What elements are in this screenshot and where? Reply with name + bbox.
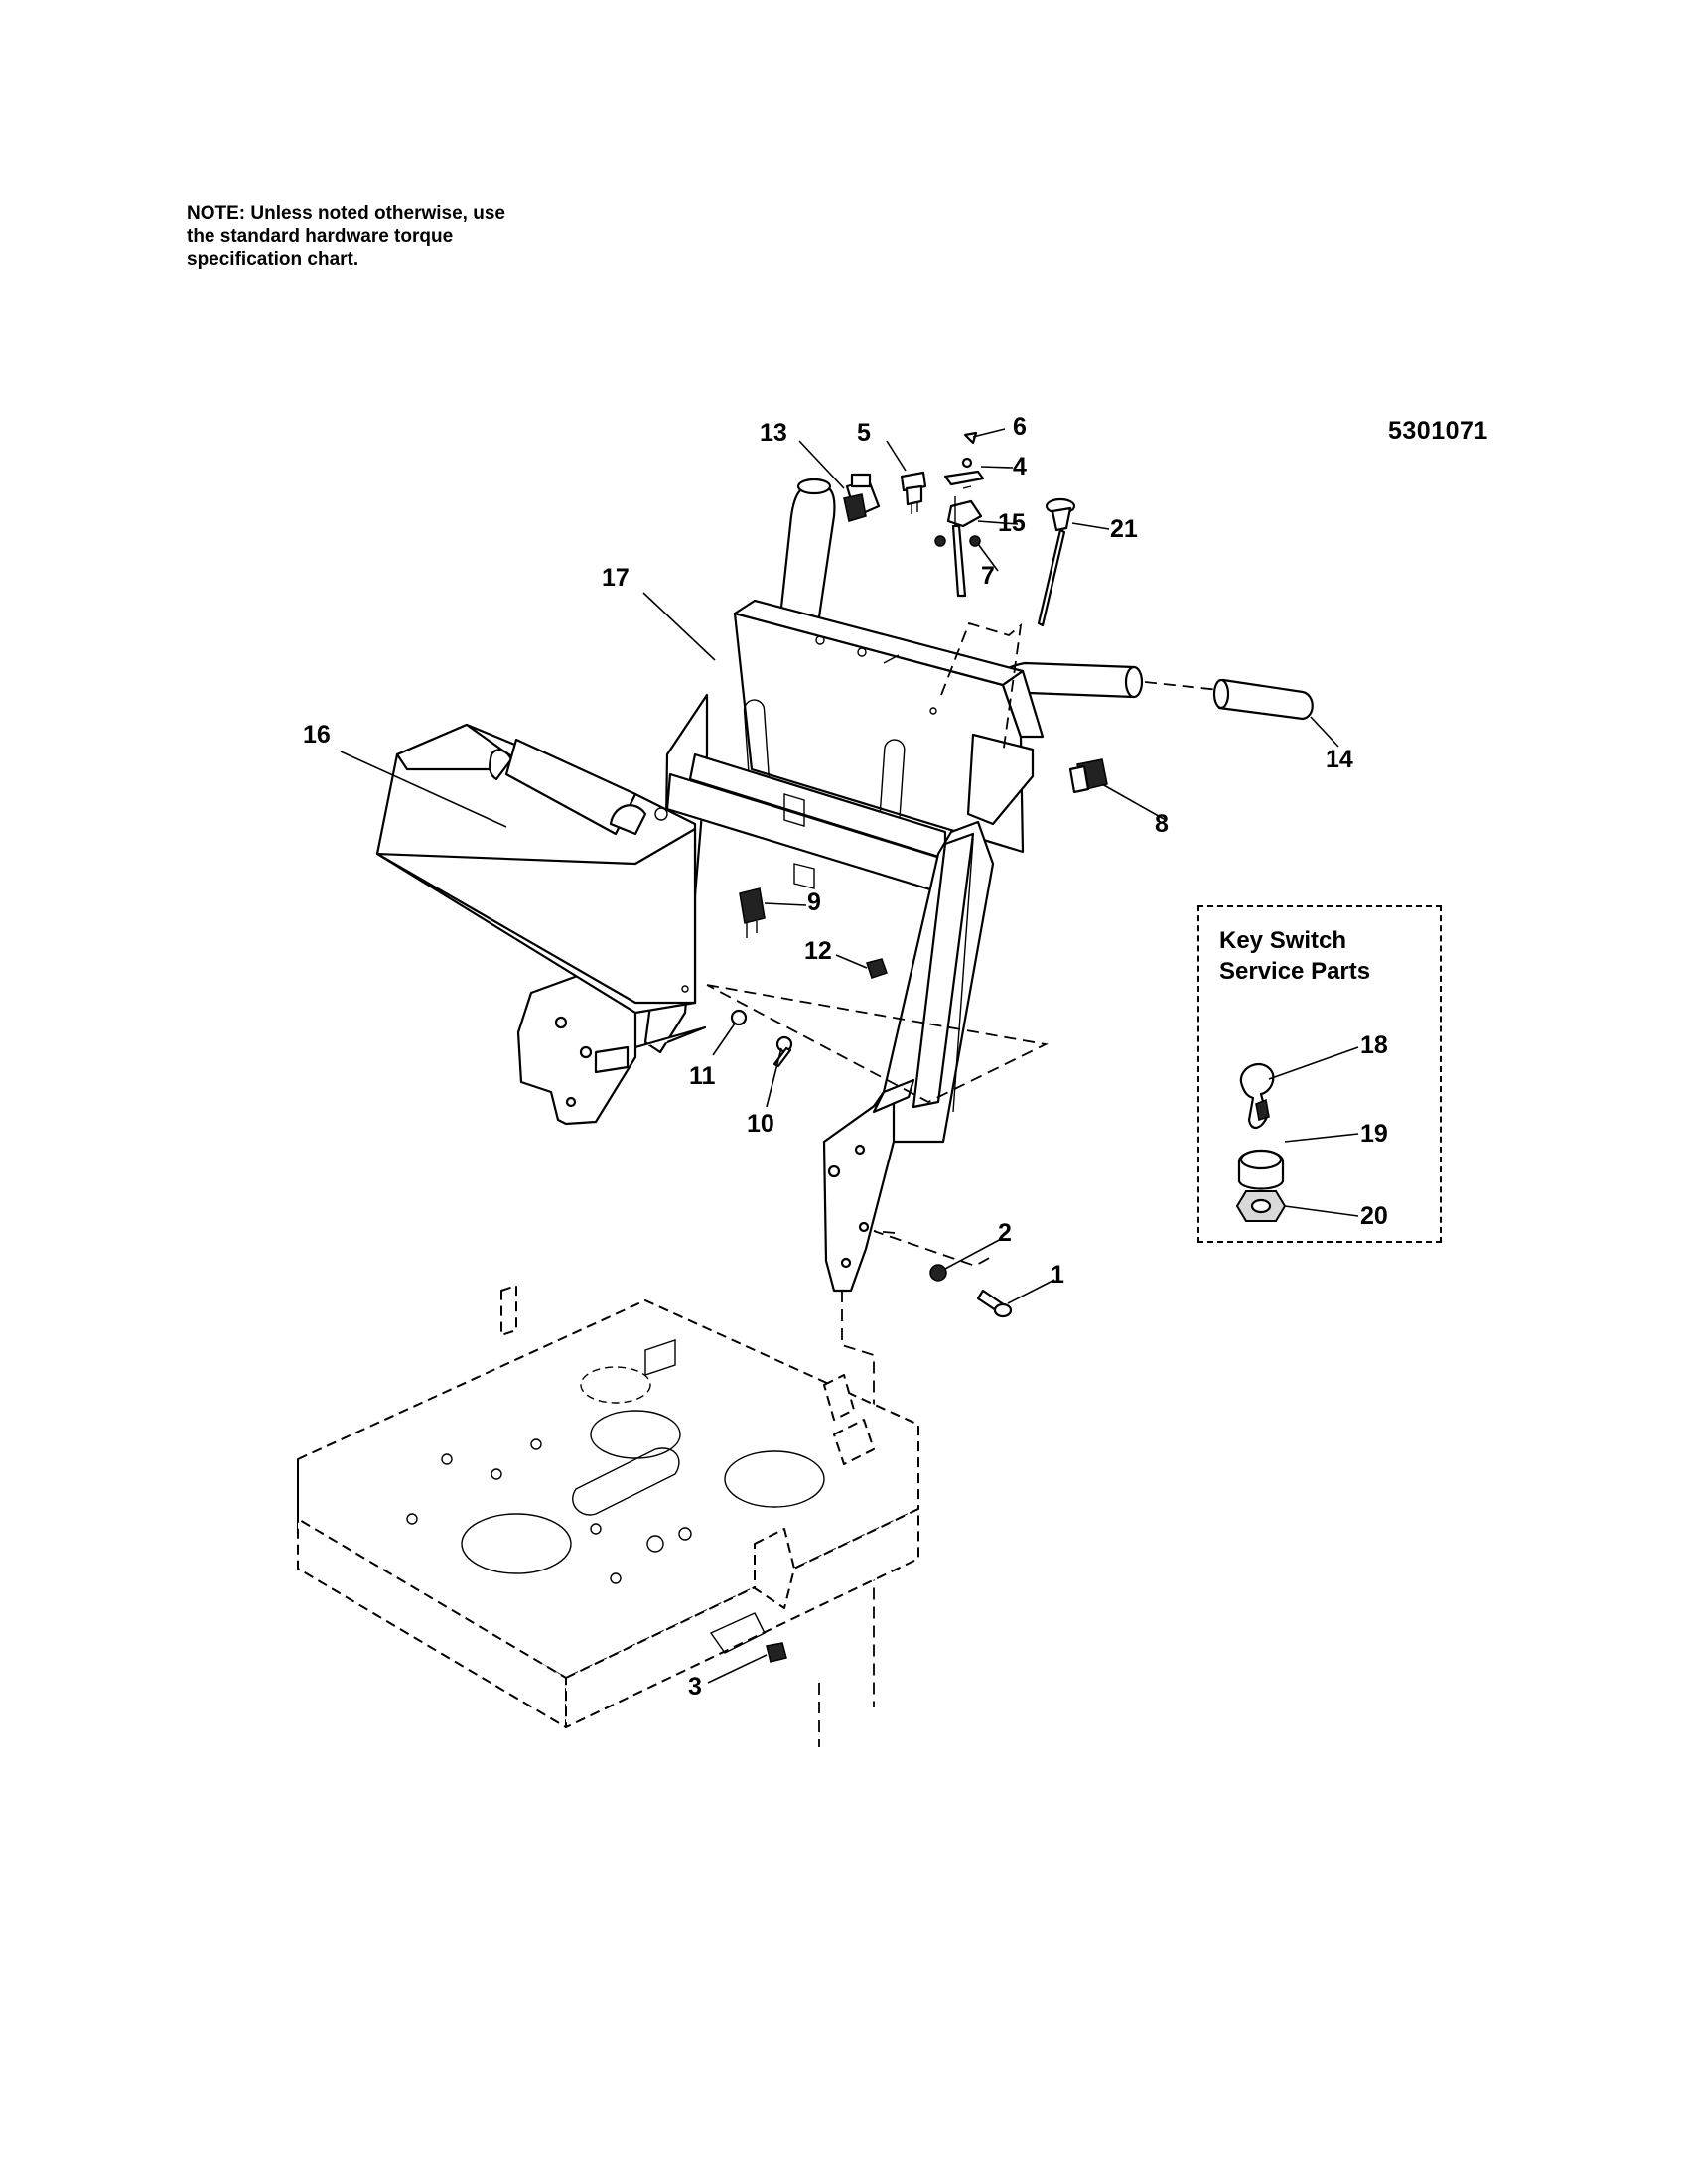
callout-14: 14 <box>1326 746 1353 773</box>
part-3-nut <box>766 1642 787 1663</box>
callout-9: 9 <box>807 888 821 916</box>
part-10-screw <box>772 1035 793 1068</box>
part-1-bolt <box>976 1289 1013 1318</box>
torque-note: NOTE: Unless noted otherwise, use the st… <box>187 203 604 271</box>
callout-12: 12 <box>804 937 832 965</box>
callout-4: 4 <box>1013 453 1027 480</box>
callout-20: 20 <box>1360 1202 1388 1230</box>
part-9-interlock-switch <box>739 887 766 938</box>
part-21-choke-cable <box>1037 497 1076 627</box>
callout-11: 11 <box>689 1062 716 1090</box>
callout-7: 7 <box>981 562 995 590</box>
callout-5: 5 <box>857 419 871 447</box>
part-13-bracket <box>843 473 881 522</box>
callout-6: 6 <box>1013 413 1027 441</box>
chassis-base <box>297 1285 919 1728</box>
callout-15: 15 <box>998 509 1026 537</box>
key-switch-service-parts-box: Key Switch Service Parts <box>1197 905 1442 1243</box>
leader-lines <box>340 428 1359 1684</box>
part-2-lock-washer <box>929 1264 947 1282</box>
part-19-cap <box>1237 1149 1285 1190</box>
part-11-washer <box>730 1009 748 1026</box>
left-handle-tube <box>777 478 836 632</box>
callout-13: 13 <box>760 419 787 447</box>
assembly-dash-lines <box>706 984 1049 1104</box>
part-14-hand-grip <box>1212 678 1314 721</box>
callout-18: 18 <box>1360 1031 1388 1059</box>
callout-2: 2 <box>998 1219 1012 1247</box>
control-panel-cover <box>375 723 697 1015</box>
part-choke-assembly <box>934 431 985 598</box>
part-20-nut <box>1235 1190 1287 1222</box>
callout-17: 17 <box>602 564 630 592</box>
part-5-switch <box>900 471 927 514</box>
callout-labels: 13 5 6 4 15 21 7 17 16 14 8 9 12 11 10 2… <box>303 413 1388 1701</box>
console-right-gusset <box>966 733 1035 826</box>
callout-10: 10 <box>747 1110 774 1138</box>
key-switch-title: Key Switch Service Parts <box>1219 925 1370 987</box>
callout-19: 19 <box>1360 1120 1388 1148</box>
callout-8: 8 <box>1155 810 1169 838</box>
note-line-1: NOTE: Unless noted otherwise, use <box>187 204 505 224</box>
callout-16: 16 <box>303 721 331 749</box>
callout-21: 21 <box>1110 515 1138 543</box>
callout-1: 1 <box>1051 1261 1064 1289</box>
key-switch-title-line-2: Service Parts <box>1219 958 1371 985</box>
part-12-nut <box>866 958 888 979</box>
document-number: 5301071 <box>1388 417 1488 445</box>
note-line-3: specification chart. <box>187 249 359 270</box>
note-line-2: the standard hardware torque <box>187 226 454 247</box>
callout-3: 3 <box>688 1673 702 1701</box>
key-switch-title-line-1: Key Switch <box>1219 927 1347 954</box>
part-8-switch <box>1068 758 1108 794</box>
part-18-key <box>1239 1063 1275 1129</box>
